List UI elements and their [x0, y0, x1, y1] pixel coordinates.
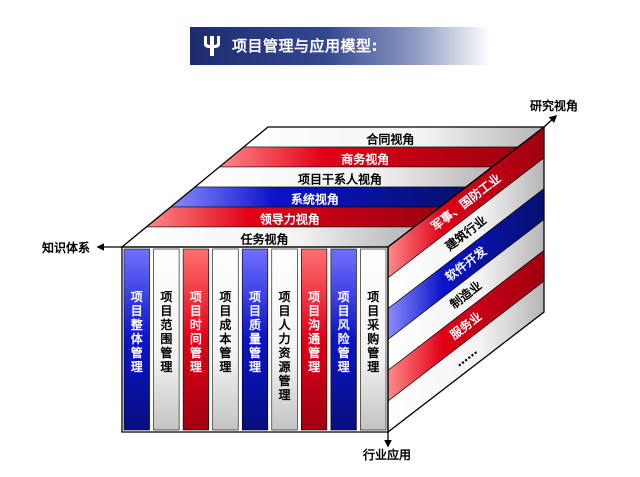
title-banner: 项目管理与应用模型: — [190, 27, 490, 65]
front-column-char: 风 — [338, 318, 350, 332]
front-column — [212, 248, 239, 431]
top-strip-label: 合同视角 — [366, 131, 414, 146]
front-column-char: 成 — [219, 317, 231, 332]
front-column-char: 源 — [279, 359, 291, 374]
research-axis-label: 研究视角 — [530, 98, 578, 113]
front-column-char: 管 — [279, 373, 291, 388]
front-column-char: 目 — [367, 304, 379, 318]
front-column-char: 理 — [279, 388, 291, 402]
front-column-char: 整 — [130, 317, 143, 332]
pitchfork-logo-icon — [204, 36, 220, 56]
front-column-char: 管 — [131, 345, 143, 360]
front-column-char: 购 — [367, 331, 379, 346]
top-strip-label: 任务视角 — [240, 231, 289, 246]
research-axis-line — [543, 114, 558, 128]
front-column-char: 项 — [190, 290, 202, 304]
front-column-char: 理 — [249, 360, 261, 374]
front-column-char: 管 — [249, 345, 261, 360]
front-column-char: 项 — [308, 290, 320, 304]
front-column-char: 资 — [279, 345, 291, 360]
front-column — [123, 248, 150, 431]
front-column-char: 人 — [279, 317, 292, 332]
front-column-char: 项 — [131, 290, 143, 304]
front-column-char: 本 — [219, 331, 231, 346]
side-face: 军事、国防工业建筑行业软件开发制造业服务业…… — [387, 126, 545, 433]
front-column-char: 管 — [160, 345, 172, 360]
front-column — [241, 248, 269, 431]
front-column-char: 理 — [338, 360, 350, 374]
front-column-char: 目 — [160, 304, 172, 318]
front-column-char: 沟 — [308, 317, 320, 332]
front-column-char: 量 — [249, 332, 261, 346]
front-column-char: 管 — [308, 345, 320, 360]
front-column-char: 项 — [367, 290, 379, 304]
knowledge-axis-label: 知识体系 — [41, 240, 90, 255]
top-strip-label: 系统视角 — [291, 191, 339, 206]
front-column-char: 理 — [308, 360, 320, 374]
front-column-char: 项 — [338, 290, 350, 304]
front-column — [182, 248, 209, 431]
front-column-char: 质 — [249, 317, 261, 332]
front-column-char: 目 — [190, 304, 202, 318]
front-column-char: 时 — [190, 317, 202, 332]
front-column-char: 管 — [338, 345, 350, 360]
front-column-char: 范 — [160, 317, 172, 332]
front-column-char: 理 — [160, 360, 172, 374]
front-column-char: 围 — [160, 331, 172, 346]
top-strip-label: 项目干系人视角 — [298, 171, 382, 186]
front-column — [301, 248, 328, 431]
front-column-char: 体 — [131, 331, 144, 346]
front-column-char: 管 — [190, 345, 202, 360]
top-strip-label: 商务视角 — [341, 151, 389, 166]
top-strip-label: 领导力视角 — [260, 211, 320, 226]
front-column-char: 理 — [219, 360, 231, 374]
front-column-char: 通 — [308, 331, 320, 346]
front-column-char: 项 — [160, 290, 172, 304]
front-column-char: 力 — [279, 331, 291, 346]
front-column-char: 目 — [219, 304, 231, 318]
front-column-char: 项 — [279, 290, 291, 304]
front-column-char: 险 — [338, 331, 351, 346]
front-column-char: 采 — [366, 317, 379, 332]
front-column-char: 理 — [367, 360, 379, 374]
front-column-char: 间 — [190, 331, 202, 346]
front-column-char: 理 — [131, 360, 143, 374]
front-column-char: 项 — [249, 290, 261, 304]
front-column-char: 项 — [219, 290, 231, 304]
front-column-char: 目 — [249, 304, 261, 318]
front-column-char: 目 — [279, 304, 291, 318]
front-column-char: 目 — [308, 304, 320, 318]
axis-lines — [96, 114, 558, 448]
front-face: 项目整体管理项目范围管理项目时间管理项目成本管理项目质量管理项目人力资源管理项目… — [123, 248, 387, 431]
front-column-char: 理 — [190, 360, 202, 374]
front-column — [153, 248, 180, 431]
front-column-char: 目 — [338, 304, 350, 318]
front-column-char: 目 — [131, 304, 143, 318]
banner-title: 项目管理与应用模型: — [232, 37, 378, 55]
front-column — [360, 248, 387, 431]
front-column-char: 管 — [367, 345, 379, 360]
industry-axis-label: 行业应用 — [362, 447, 411, 462]
front-column — [271, 248, 298, 431]
front-column-char: 管 — [219, 345, 231, 360]
front-column — [330, 248, 357, 431]
